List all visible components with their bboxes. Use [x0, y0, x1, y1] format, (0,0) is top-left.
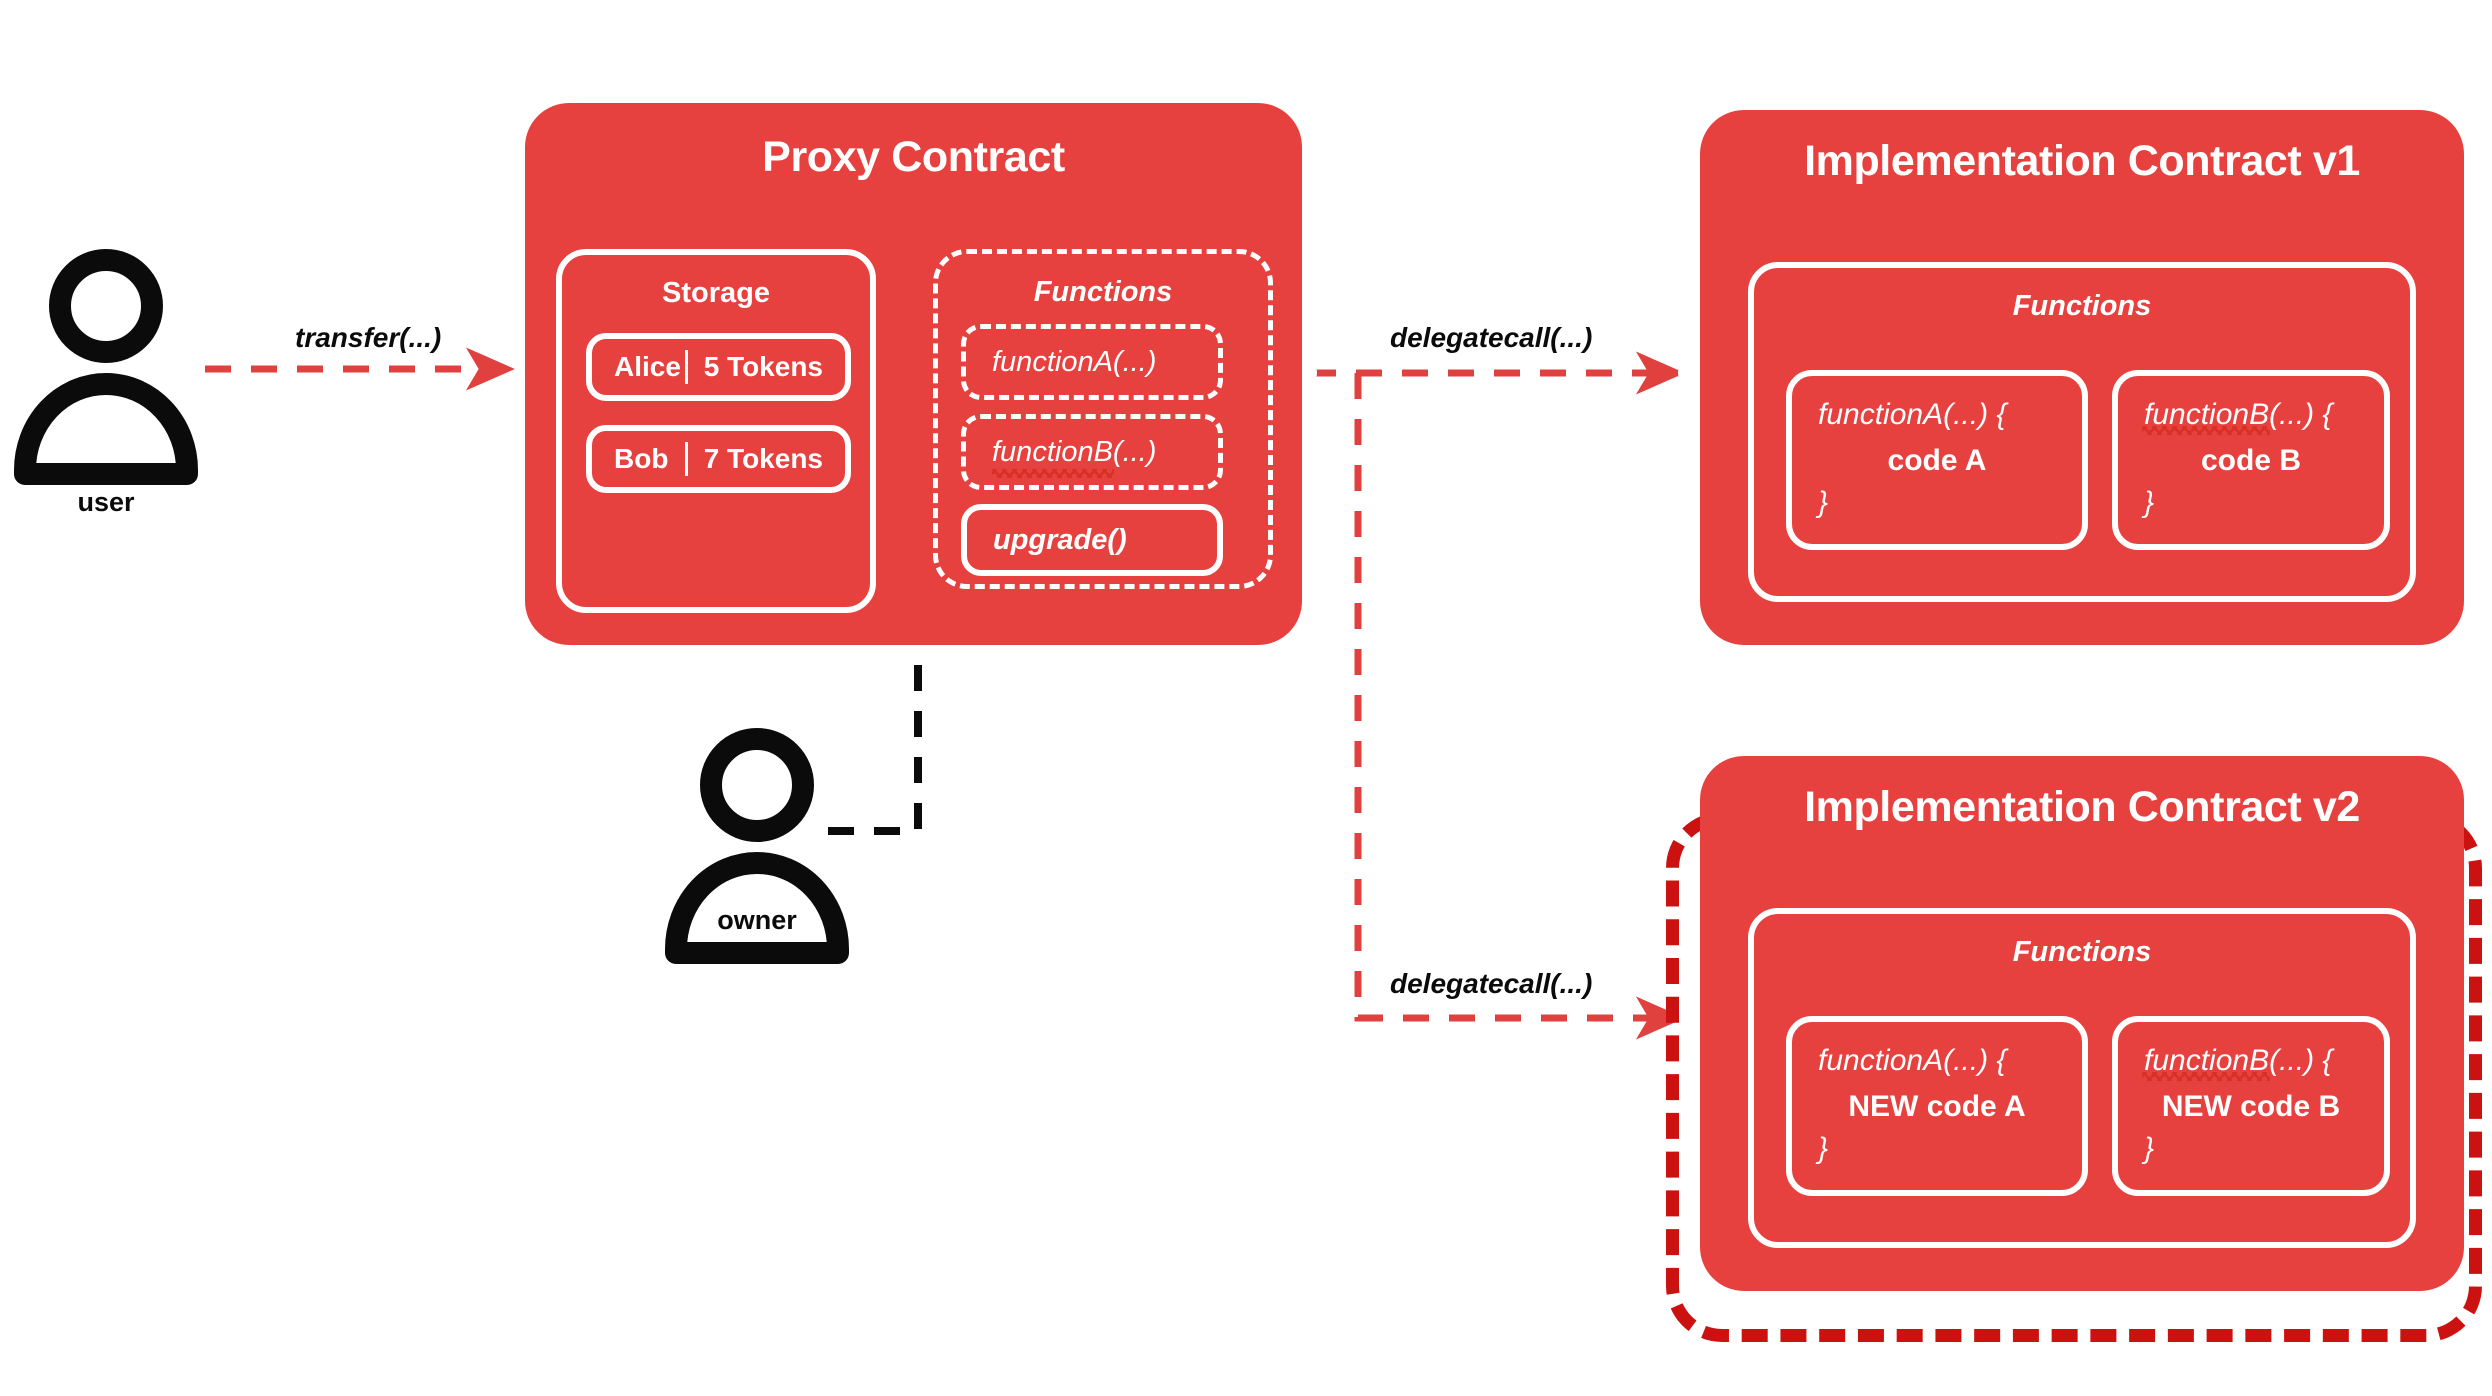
proxy-contract-title: Proxy Contract	[762, 133, 1065, 181]
proxy-functions-title: Functions	[1033, 276, 1173, 308]
spellcheck-squiggle-icon	[992, 469, 1114, 478]
implementation-v1-functions-panel: Functions functionA(...) { code A } func…	[1748, 262, 2416, 602]
edge-label-delegatecall-v1: delegatecall(...)	[1390, 322, 1593, 353]
proxy-function-functionB[interactable]: functionB(...)	[961, 414, 1223, 490]
implementation-v2-block-functionB[interactable]: functionB(...) { NEW code B }	[2112, 1016, 2390, 1196]
spellcheck-squiggle-icon	[2142, 1072, 2270, 1081]
proxy-function-functionA-label: functionA(...)	[992, 345, 1157, 378]
implementation-v1-title: Implementation Contract v1	[1804, 137, 2360, 185]
edge-proxy-to-v1	[1289, 351, 1706, 395]
proxy-storage-panel: Storage Alice 5 Tokens Bob 7 Tokens	[556, 249, 876, 613]
implementation-v1-block-functionA[interactable]: functionA(...) { code A }	[1786, 370, 2088, 550]
storage-separator	[685, 350, 688, 384]
v2-functionA-body: NEW code A	[1848, 1090, 2026, 1123]
storage-value-bob: 7 Tokens	[703, 443, 823, 474]
storage-row-alice[interactable]: Alice 5 Tokens	[586, 333, 851, 401]
v1-functionA-signature: functionA(...) {	[1818, 398, 2007, 431]
edge-label-delegatecall-v2: delegatecall(...)	[1390, 968, 1593, 999]
proxy-function-upgrade-label: upgrade()	[993, 523, 1127, 556]
implementation-v1-card: Implementation Contract v1 Functions fun…	[1700, 110, 2464, 645]
edge-proxy-to-v2	[1354, 373, 1706, 1040]
v2-functionB-close: }	[2144, 1132, 2155, 1165]
v1-functionB-close: }	[2144, 486, 2155, 519]
actor-user-text: user	[77, 487, 135, 517]
implementation-v1-block-functionB[interactable]: functionB(...) { code B }	[2112, 370, 2390, 550]
implementation-v2-functions-panel: Functions functionA(...) { NEW code A } …	[1748, 908, 2416, 1248]
v1-functionA-close: }	[1818, 486, 1829, 519]
v2-functionA-close: }	[1818, 1132, 1829, 1165]
proxy-functions-panel: Functions functionA(...) functionB(...) …	[933, 249, 1273, 589]
v2-functionB-signature: functionB(...) {	[2144, 1044, 2333, 1077]
proxy-function-upgrade[interactable]: upgrade()	[961, 504, 1223, 576]
storage-separator	[685, 442, 688, 476]
implementation-v2-card: Implementation Contract v2 Functions fun…	[1700, 756, 2464, 1291]
actor-owner-text: owner	[717, 905, 797, 935]
implementation-v2-title: Implementation Contract v2	[1804, 783, 2360, 831]
storage-value-alice: 5 Tokens	[703, 351, 823, 382]
implementation-v1-functions-title: Functions	[2012, 290, 2152, 322]
person-icon-user	[14, 249, 198, 485]
proxy-storage-title: Storage	[662, 277, 770, 309]
proxy-function-functionB-label: functionB(...)	[992, 435, 1157, 468]
v1-functionB-body: code B	[2200, 444, 2302, 477]
storage-row-bob[interactable]: Bob 7 Tokens	[586, 425, 851, 493]
v2-functionA-signature: functionA(...) {	[1818, 1044, 2007, 1077]
proxy-function-functionA[interactable]: functionA(...)	[961, 324, 1223, 400]
v1-functionA-body: code A	[1887, 444, 1987, 477]
spellcheck-squiggle-icon	[2142, 426, 2270, 435]
storage-name-bob: Bob	[614, 443, 669, 474]
implementation-v2-functions-title: Functions	[2012, 936, 2152, 968]
v1-functionB-signature: functionB(...) {	[2144, 398, 2333, 431]
v2-functionB-body: NEW code B	[2161, 1090, 2341, 1123]
implementation-v2-block-functionA[interactable]: functionA(...) { NEW code A }	[1786, 1016, 2088, 1196]
proxy-contract-card: Proxy Contract Storage Alice 5 Tokens Bo…	[525, 103, 1302, 645]
edge-label-transfer: transfer(...)	[295, 322, 442, 353]
storage-name-alice: Alice	[614, 351, 681, 382]
